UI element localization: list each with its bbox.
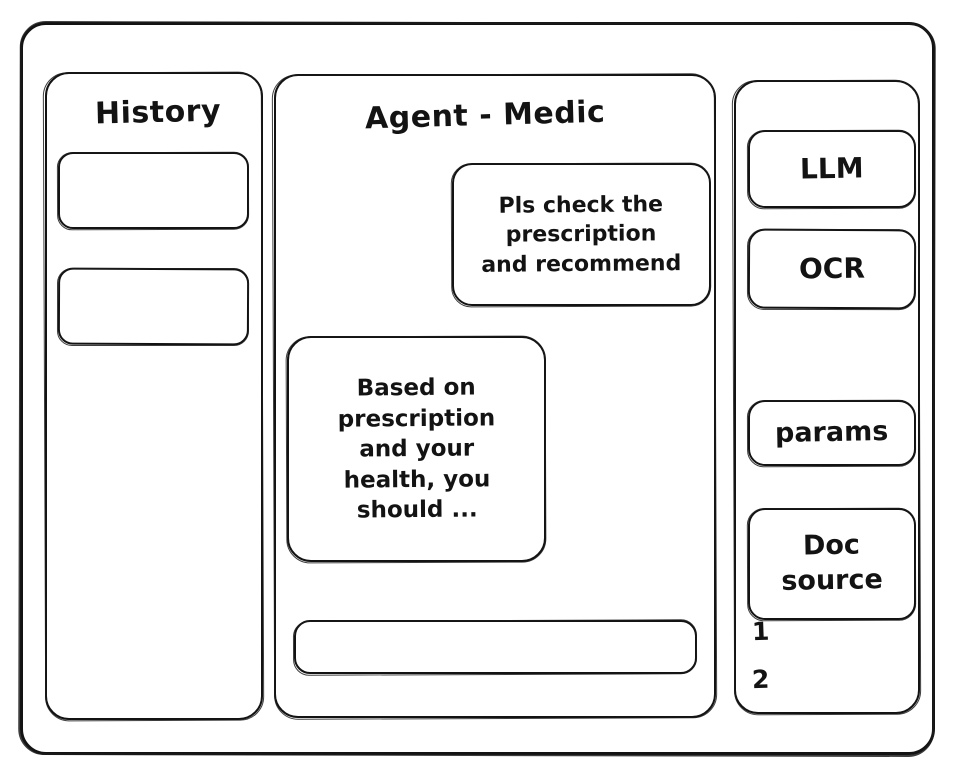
tool-button-params-label: params	[775, 415, 889, 449]
history-list-item[interactable]	[58, 152, 249, 229]
agent-panel-title: Agent - Medic	[364, 94, 606, 137]
chat-bubble-user: Pls check the prescription and recommend	[452, 163, 711, 306]
history-panel-title: History	[94, 93, 222, 132]
tool-button-ocr-label: OCR	[798, 251, 866, 286]
chat-bubble-user-text: Pls check the prescription and recommend	[481, 191, 682, 277]
tool-button-llm-label: LLM	[799, 151, 865, 186]
app-window-frame	[20, 22, 935, 755]
chat-bubble-assistant: Based on prescription and your health, y…	[287, 336, 546, 562]
tool-button-ocr[interactable]: OCR	[747, 228, 917, 310]
tool-button-doc-source-label: Doc source	[781, 529, 884, 597]
doc-source-list-item[interactable]: 2	[751, 664, 770, 695]
agent-panel	[274, 74, 716, 718]
message-composer-input[interactable]	[294, 620, 697, 674]
history-panel	[45, 72, 263, 720]
history-list-item[interactable]	[57, 267, 250, 346]
doc-source-list-item[interactable]: 1	[751, 616, 770, 647]
tools-panel	[734, 80, 920, 714]
tool-button-params[interactable]: params	[748, 400, 916, 466]
chat-bubble-assistant-text: Based on prescription and your health, y…	[337, 374, 496, 524]
tool-button-doc-source[interactable]: Doc source	[748, 508, 916, 620]
tool-button-llm[interactable]: LLM	[748, 130, 916, 208]
